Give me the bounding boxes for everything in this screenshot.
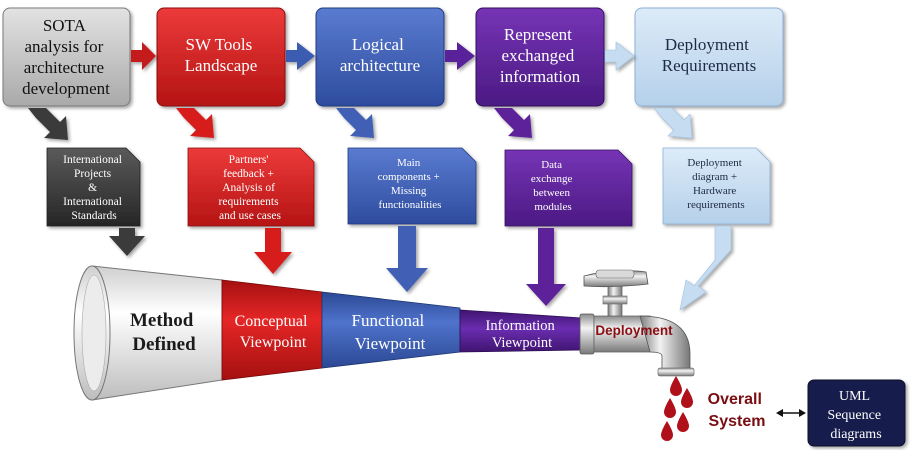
note-box-sota (46, 147, 141, 227)
drop-icon (670, 376, 682, 396)
funnel-segment-conceptual (221, 279, 323, 381)
diagonal-arrow-red (176, 108, 214, 138)
diagonal-arrow-purple (494, 108, 532, 138)
arrow-right-blue (286, 42, 315, 70)
step-box-logical (315, 7, 445, 107)
note-text-sw-tools: Partners' feedback + Analysis of require… (219, 154, 282, 222)
drop-icon (677, 412, 689, 432)
note-box-deployment-req (662, 147, 771, 225)
note-text-logical: Main components + Missing functionalitie… (378, 157, 443, 211)
step-title-sw-tools: SW Tools Landscape (185, 35, 258, 75)
funnel-segment-functional (321, 291, 461, 369)
funnel-label-functional: Functional Viewpoint (352, 311, 429, 353)
funnel (73, 265, 583, 401)
uml-label: UML Sequence diagrams (827, 389, 884, 442)
drops (661, 376, 693, 441)
down-arrow-gray (109, 228, 145, 256)
diagonal-arrow-light-blue (653, 107, 693, 139)
step-title-represent: Represent exchanged information (500, 25, 581, 86)
step-box-deployment-req (634, 7, 784, 107)
down-arrow-blue (386, 226, 428, 292)
step-title-sota: SOTA analysis for architecture developme… (22, 16, 110, 98)
faucet-nut (579, 313, 595, 355)
arrow-right-red (131, 42, 156, 70)
note-text-sota: International Projects & International S… (63, 154, 125, 222)
down-arrow-purple (526, 228, 566, 306)
down-arrow-red (254, 228, 292, 274)
arrow-right-purple (445, 42, 475, 70)
arrow-right-light-blue (604, 41, 635, 71)
funnel-segment-method (91, 265, 223, 401)
note-box-logical (347, 147, 477, 225)
overall-system-label: Overall System (708, 391, 767, 430)
uml-box (807, 379, 906, 447)
step-box-sw-tools (156, 7, 286, 107)
bent-arrow-light-blue (679, 225, 732, 311)
drop-icon (664, 398, 676, 418)
note-text-represent: Data exchange between modules (531, 159, 575, 213)
note-text-deployment-req: Deployment diagram + Hardware requiremen… (687, 157, 744, 211)
funnel-label-conceptual: Conceptual Viewpoint (235, 313, 312, 351)
drop-icon (661, 421, 673, 441)
diagonal-arrow-gray (28, 108, 68, 140)
diagonal-arrow-blue (336, 108, 374, 138)
step-title-deployment-req: Deployment Requirements (662, 35, 756, 75)
funnel-label-information: Information Viewpoint (486, 318, 559, 351)
step-box-sota (2, 7, 131, 107)
funnel-label-method: Method Defined (130, 310, 198, 355)
double-arrow (776, 409, 806, 417)
deployment-label: Deployment (595, 323, 673, 338)
note-box-sw-tools (187, 147, 315, 227)
step-title-logical: Logical architecture (340, 35, 420, 75)
faucet (579, 269, 695, 377)
drop-icon (681, 388, 693, 408)
note-box-represent (504, 149, 633, 227)
step-box-represent (475, 7, 605, 107)
